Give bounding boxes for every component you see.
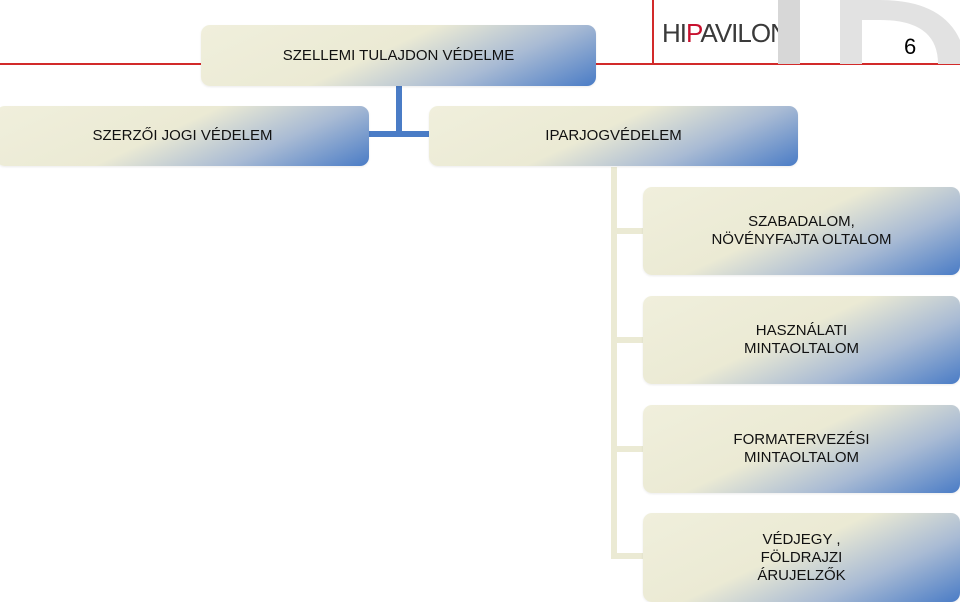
- node-design: FORMATERVEZÉSI MINTAOLTALOM: [643, 405, 960, 493]
- connector-child-4: [611, 553, 645, 559]
- connector-root-stem: [396, 86, 402, 134]
- node-design-label: FORMATERVEZÉSI MINTAOLTALOM: [733, 431, 870, 466]
- node-industrial-property-label: IPARJOGVÉDELEM: [545, 127, 682, 144]
- connector-children-stem: [611, 167, 617, 559]
- connector-child-3: [611, 446, 645, 452]
- logo-part-3: AVILON: [700, 18, 788, 48]
- logo-part-1: HI: [662, 18, 687, 48]
- node-copyright-label: SZERZŐI JOGI VÉDELEM: [92, 127, 273, 144]
- hipavilon-logo: HIPAVILON: [662, 18, 789, 49]
- node-copyright: SZERZŐI JOGI VÉDELEM: [0, 106, 369, 166]
- logo-decoration: [778, 0, 960, 64]
- logo-divider: [652, 0, 654, 64]
- node-utility-model-label: HASZNÁLATI MINTAOLTALOM: [743, 322, 859, 357]
- node-patent: SZABADALOM, NÖVÉNYFAJTA OLTALOM: [643, 187, 960, 275]
- connector-child-2: [611, 337, 645, 343]
- node-root-label: SZELLEMI TULAJDON VÉDELME: [282, 46, 515, 64]
- node-patent-label: SZABADALOM, NÖVÉNYFAJTA OLTALOM: [711, 213, 892, 248]
- node-trademark: VÉDJEGY , FÖLDRAJZI ÁRUJELZŐK: [643, 513, 960, 602]
- logo-part-2: P: [686, 18, 701, 48]
- connector-level1-bar: [368, 131, 430, 137]
- page-number: 6: [904, 34, 917, 59]
- node-utility-model: HASZNÁLATI MINTAOLTALOM: [643, 296, 960, 384]
- connector-child-1: [611, 228, 645, 234]
- node-trademark-label: VÉDJEGY , FÖLDRAJZI ÁRUJELZŐK: [757, 530, 846, 584]
- node-root: SZELLEMI TULAJDON VÉDELME: [201, 25, 596, 86]
- node-industrial-property: IPARJOGVÉDELEM: [429, 106, 798, 166]
